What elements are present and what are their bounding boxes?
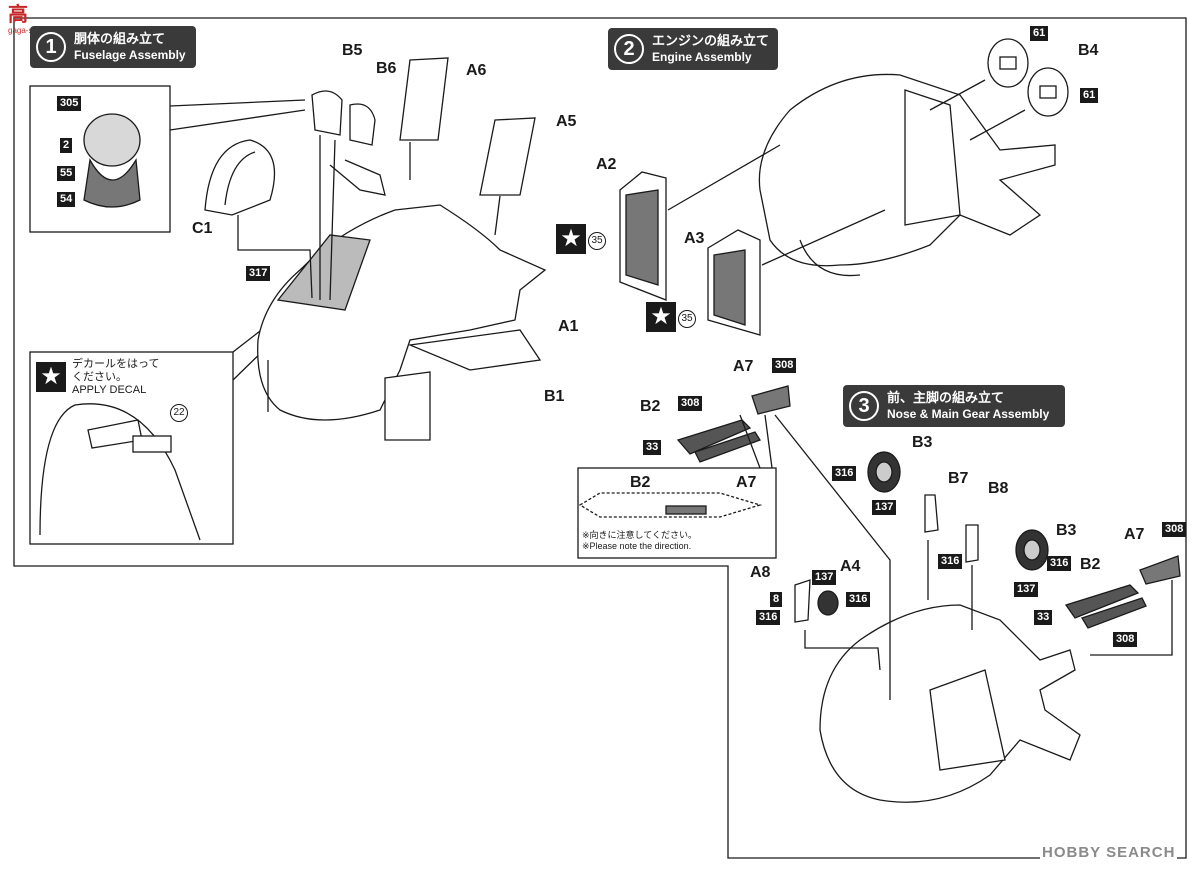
decal-note-en: APPLY DECAL [72,384,147,396]
part-label-a1: A1 [558,318,579,335]
step-header-fuselage: 1 胴体の組み立て Fuselage Assembly [30,26,196,68]
part-label-a2: A2 [596,156,617,173]
part-label-b2: B2 [640,398,661,415]
decal-number-35: 35 [588,232,606,250]
part-label-a8: A8 [750,564,771,581]
step-number: 1 [36,32,66,62]
color-tag-54: 54 [57,192,76,207]
part-label-b1: B1 [544,388,565,405]
step-number: 3 [849,391,879,421]
decal-note-jp-line2: ください。 [72,371,127,383]
watermark-top-logo: 高 [8,4,28,26]
part-label-a7: A7 [1124,526,1145,543]
step-header-engine: 2 エンジンの組み立て Engine Assembly [608,28,778,70]
decal-number-35: 35 [678,310,696,328]
color-tag-61: 61 [1080,88,1099,103]
part-label-a3: A3 [684,230,705,247]
part-label-b5: B5 [342,42,363,59]
decal-note: デカールをはって ください。 APPLY DECAL [72,358,159,397]
color-tag-137: 137 [1014,582,1039,597]
step-title-en: Nose & Main Gear Assembly [887,407,1050,421]
step-header-gear: 3 前、主脚の組み立て Nose & Main Gear Assembly [843,385,1065,427]
step-title-en: Fuselage Assembly [74,48,186,62]
step-title-jp: エンジンの組み立て [652,33,770,48]
color-tag-308: 308 [772,358,797,373]
step-title-jp: 胴体の組み立て [74,31,166,46]
color-tag-137: 137 [812,570,837,585]
decal-note-jp-line1: デカールをはって [72,358,160,370]
part-label-a4: A4 [840,558,861,575]
part-label-a6: A6 [466,62,487,79]
part-label-b6: B6 [376,60,397,77]
color-tag-316: 316 [756,610,781,625]
color-tag-8: 8 [770,592,783,607]
color-tag-308: 308 [1162,522,1187,537]
part-label-b8: B8 [988,480,1009,497]
color-tag-316: 316 [846,592,871,607]
color-tag-316: 316 [832,466,857,481]
step-number: 2 [614,34,644,64]
part-label-b4: B4 [1078,42,1099,59]
part-label-a7: A7 [733,358,754,375]
color-tag-33: 33 [643,440,662,455]
part-label-c1: C1 [192,220,213,237]
direction-note-jp: ※向きに注意してください。 [582,530,698,540]
color-tag-33: 33 [1034,610,1053,625]
step-title-en: Engine Assembly [652,50,752,64]
detail-label-a7: A7 [736,474,757,491]
color-tag-308: 308 [1113,632,1138,647]
color-tag-308: 308 [678,396,703,411]
part-label-b3: B3 [1056,522,1077,539]
decal-star-icon: ★ [36,362,66,392]
color-tag-61: 61 [1030,26,1049,41]
decal-star-icon: ★ [646,302,676,332]
detail-label-b2: B2 [630,474,651,491]
direction-note: ※向きに注意してください。 ※Please note the direction… [582,530,697,552]
part-label-b7: B7 [948,470,969,487]
watermark-bottom: HOBBY SEARCH [1040,844,1178,861]
direction-note-en: ※Please note the direction. [582,541,692,551]
color-tag-137: 137 [872,500,897,515]
decal-star-icon: ★ [556,224,586,254]
part-label-b2: B2 [1080,556,1101,573]
step-title-jp: 前、主脚の組み立て [887,390,1005,405]
color-tag-317: 317 [246,266,271,281]
color-tag-316: 316 [1047,556,1072,571]
part-label-a5: A5 [556,113,577,130]
color-tag-2: 2 [60,138,73,153]
part-label-b3: B3 [912,434,933,451]
color-tag-305: 305 [57,96,82,111]
color-tag-55: 55 [57,166,76,181]
color-tag-316: 316 [938,554,963,569]
decal-number-22: 22 [170,404,188,422]
